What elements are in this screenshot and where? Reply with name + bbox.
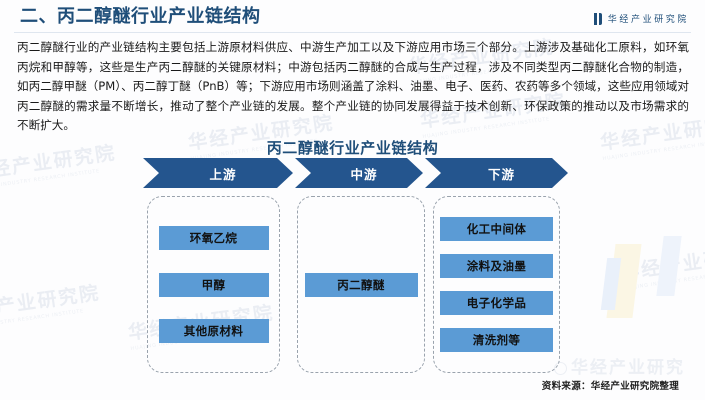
footer-watermark: 华经产业研究 <box>554 353 685 378</box>
node-item: 电子化学品 <box>440 291 553 315</box>
brand-name: 华经产业研究院 <box>607 15 689 25</box>
stage-column-midstream: 丙二醇醚 <box>297 196 425 373</box>
stage-column-upstream: 环氧乙烷 甲醇 其他原材料 <box>147 196 280 373</box>
node-item: 环氧乙烷 <box>158 226 269 251</box>
source-note: 资料来源：华经产业研究院整理 <box>541 381 679 392</box>
node-item: 清洗剂等 <box>440 328 553 352</box>
figure-title: 丙二醇醚行业产业链结构 <box>266 139 439 157</box>
node-item: 化工中间体 <box>440 217 553 241</box>
stage-column-downstream: 化工中间体 涂料及油墨 电子化学品 清洗剂等 <box>433 196 560 373</box>
decorative-shape-blue <box>600 258 622 310</box>
brand-logo: 华经产业研究院 <box>593 12 689 25</box>
header-divider <box>14 32 691 33</box>
decorative-shape-blue <box>656 236 682 296</box>
stage-banner-row: 上游 中游 下游 <box>143 158 568 188</box>
node-item: 涂料及油墨 <box>440 254 553 278</box>
node-item: 其他原材料 <box>158 318 269 343</box>
stage-banner-downstream: 下游 <box>425 158 568 188</box>
page-header: 二、丙二醇醚行业产业链结构 华经产业研究院 <box>0 0 705 33</box>
book-mark-icon <box>593 12 603 25</box>
node-item: 甲醇 <box>158 272 269 297</box>
page-title: 二、丙二醇醚行业产业链结构 <box>20 6 261 27</box>
stage-banner-midstream: 中游 <box>295 158 423 188</box>
stage-banner-upstream: 上游 <box>143 158 293 188</box>
node-item: 丙二醇醚 <box>304 272 418 297</box>
body-paragraph: 丙二醇醚行业的产业链结构主要包括上游原材料供应、中游生产加工以及下游应用市场三个… <box>17 40 689 133</box>
decorative-shape-yellow <box>606 244 642 318</box>
value-chain-diagram: 上游 中游 下游 环氧乙烷 甲醇 其他原材料 丙二醇醚 化工中间体 涂料及油墨 … <box>143 158 568 373</box>
